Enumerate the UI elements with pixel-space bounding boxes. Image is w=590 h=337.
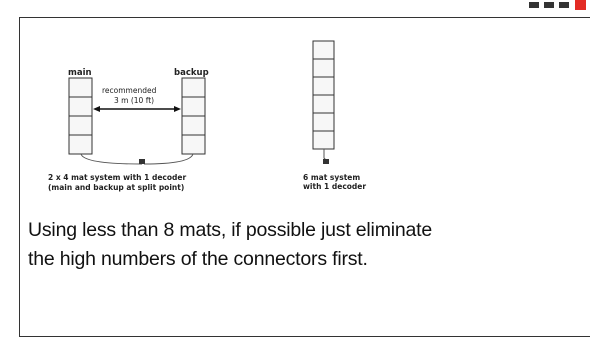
mat bbox=[181, 134, 206, 155]
instruction-line-1: Using less than 8 mats, if possible just… bbox=[28, 219, 433, 241]
control-icon-1 bbox=[529, 2, 539, 8]
main-mat-column bbox=[68, 77, 93, 155]
system1-caption-line1: 2 x 4 mat system with 1 decoder bbox=[48, 173, 186, 182]
window-control-icons bbox=[529, 0, 586, 10]
mat bbox=[68, 115, 93, 136]
system1-caption-line2: (main and backup at split point) bbox=[48, 183, 184, 192]
distance-label: 3 m (10 ft) bbox=[114, 96, 154, 105]
mat bbox=[68, 96, 93, 117]
distance-arrow bbox=[93, 106, 181, 112]
six-mat-column bbox=[312, 40, 335, 150]
mat bbox=[312, 76, 335, 96]
mat bbox=[68, 77, 93, 98]
system2-caption-line2: with 1 decoder bbox=[303, 182, 366, 191]
mat bbox=[312, 94, 335, 114]
cable bbox=[80, 153, 194, 165]
mat bbox=[312, 40, 335, 60]
system2-caption-line1: 6 mat system bbox=[303, 173, 360, 182]
mat bbox=[68, 134, 93, 155]
decoder-icon bbox=[139, 159, 145, 164]
close-icon bbox=[575, 0, 586, 10]
control-icon-3 bbox=[559, 2, 569, 8]
mat bbox=[181, 115, 206, 136]
distance-note: recommended 3 m (10 ft) bbox=[102, 86, 157, 105]
mat-system-diagram: main backup recommended 3 m (10 ft) bbox=[48, 40, 366, 192]
cable bbox=[323, 149, 327, 161]
backup-label: backup bbox=[174, 68, 209, 78]
backup-mat-column bbox=[181, 77, 206, 155]
decoder-icon bbox=[323, 159, 329, 164]
content-frame: main backup recommended 3 m (10 ft) bbox=[19, 17, 590, 337]
mat bbox=[181, 77, 206, 98]
recommended-label: recommended bbox=[102, 86, 157, 95]
mat bbox=[312, 58, 335, 78]
mat bbox=[312, 112, 335, 132]
mat bbox=[181, 96, 206, 117]
instruction-line-2: the high numbers of the connectors first… bbox=[28, 248, 368, 270]
mat bbox=[312, 130, 335, 150]
screen: { "diagram": { "main_label": "main", "ba… bbox=[19, 0, 590, 337]
instruction-text: Using less than 8 mats, if possible just… bbox=[28, 216, 588, 274]
control-icon-2 bbox=[544, 2, 554, 8]
main-label: main bbox=[68, 68, 92, 78]
